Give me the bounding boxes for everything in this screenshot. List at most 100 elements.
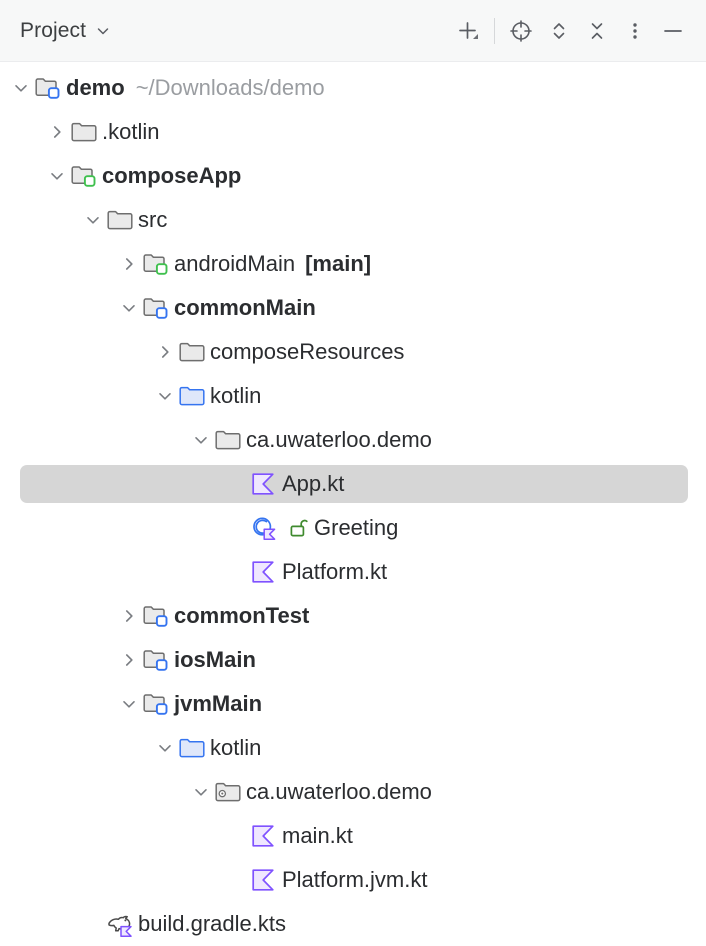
hide-tool-window-icon[interactable] <box>654 12 692 50</box>
tree-row-label: iosMain <box>174 647 256 672</box>
chevron-down-icon[interactable] <box>188 779 214 805</box>
tree-row[interactable]: Platform.jvm.kt <box>0 858 706 902</box>
tree-indent <box>0 220 80 221</box>
tree-indent <box>0 836 224 837</box>
module-folder-blue-icon <box>142 647 172 673</box>
tool-window-title: Project <box>20 18 87 42</box>
tree-indent <box>0 88 8 89</box>
tree-row[interactable]: commonMain <box>0 286 706 330</box>
select-opened-file-icon[interactable] <box>502 12 540 50</box>
tree-row-label: Greeting <box>314 515 399 540</box>
toolbar-separator <box>494 17 495 44</box>
tree-indent <box>0 396 152 397</box>
tree-indent <box>0 748 152 749</box>
project-tool-window-selector[interactable]: Project <box>20 19 111 43</box>
tree-row[interactable]: kotlin <box>0 726 706 770</box>
gradle-kts-file-icon <box>106 911 136 937</box>
tree-row-label: commonTest <box>174 603 310 628</box>
chevron-down-icon[interactable] <box>44 163 70 189</box>
package-folder-icon <box>214 427 244 453</box>
chevron-down-icon[interactable] <box>152 383 178 409</box>
tree-indent <box>0 132 44 133</box>
tree-row[interactable]: kotlin <box>0 374 706 418</box>
tree-row[interactable]: composeResources <box>0 330 706 374</box>
chevron-right-icon[interactable] <box>152 339 178 365</box>
tree-row[interactable]: main.kt <box>0 814 706 858</box>
module-folder-blue-icon <box>142 603 172 629</box>
tree-row-label: demo <box>66 75 125 100</box>
tree-row-label: composeApp <box>102 163 242 188</box>
chevron-down-icon[interactable] <box>116 691 142 717</box>
tree-row[interactable]: composeApp <box>0 154 706 198</box>
tree-indent <box>0 440 188 441</box>
module-folder-green-icon <box>142 251 172 277</box>
tree-row-label: androidMain <box>174 251 296 276</box>
tree-indent <box>0 528 224 529</box>
folder-icon <box>106 207 136 233</box>
tree-twisty-placeholder <box>224 867 250 893</box>
tree-row-label: main.kt <box>282 823 353 848</box>
module-folder-blue-icon <box>142 295 172 321</box>
chevron-down-icon[interactable] <box>95 23 111 39</box>
kotlin-class-icon <box>250 515 280 541</box>
tree-indent <box>0 616 116 617</box>
chevron-right-icon[interactable] <box>116 251 142 277</box>
tree-indent <box>0 880 224 881</box>
chevron-down-icon[interactable] <box>8 75 34 101</box>
tree-row[interactable]: androidMain [main] <box>0 242 706 286</box>
tree-row-label: build.gradle.kts <box>138 911 286 936</box>
tree-row[interactable]: ca.uwaterloo.demo <box>0 418 706 462</box>
project-tree[interactable]: demo~/Downloads/demo .kotlin composeApp … <box>0 62 706 946</box>
tree-row[interactable]: App.kt <box>0 462 706 506</box>
tree-indent <box>0 352 152 353</box>
tree-indent <box>0 924 80 925</box>
tree-twisty-placeholder <box>80 911 106 937</box>
folder-icon <box>178 339 208 365</box>
tree-row[interactable]: jvmMain <box>0 682 706 726</box>
source-root-folder-icon <box>178 383 208 409</box>
tree-row-path: ~/Downloads/demo <box>135 75 325 100</box>
chevron-right-icon[interactable] <box>116 647 142 673</box>
tree-twisty-placeholder <box>224 559 250 585</box>
tree-row[interactable]: ca.uwaterloo.demo <box>0 770 706 814</box>
tree-row[interactable]: Greeting <box>0 506 706 550</box>
chevron-down-icon[interactable] <box>116 295 142 321</box>
source-root-folder-icon <box>178 735 208 761</box>
tree-twisty-placeholder <box>224 823 250 849</box>
chevron-right-icon[interactable] <box>44 119 70 145</box>
tree-indent <box>0 572 224 573</box>
tree-row[interactable]: src <box>0 198 706 242</box>
kotlin-file-icon <box>250 823 280 849</box>
tree-row[interactable]: .kotlin <box>0 110 706 154</box>
module-folder-blue-icon <box>34 75 64 101</box>
package-dot-folder-icon <box>214 779 244 805</box>
expand-collapse-icon[interactable] <box>540 12 578 50</box>
chevron-down-icon[interactable] <box>188 427 214 453</box>
kotlin-file-icon <box>250 471 280 497</box>
add-new-icon[interactable] <box>449 12 487 50</box>
tree-indent <box>0 484 224 485</box>
tree-row[interactable]: demo ~/Downloads/demo <box>0 66 706 110</box>
tree-row[interactable]: iosMain <box>0 638 706 682</box>
folder-icon <box>70 119 100 145</box>
tree-row-label: kotlin <box>210 735 262 760</box>
chevron-down-icon[interactable] <box>152 735 178 761</box>
tree-row-label: .kotlin <box>102 119 160 144</box>
tree-twisty-placeholder <box>224 515 250 541</box>
tree-indent <box>0 264 116 265</box>
chevron-down-icon[interactable] <box>80 207 106 233</box>
tree-row-module-tag: [main] <box>305 251 372 276</box>
chevron-right-icon[interactable] <box>116 603 142 629</box>
tree-row-label: commonMain <box>174 295 316 320</box>
tree-row[interactable]: build.gradle.kts <box>0 902 706 946</box>
tree-row[interactable]: Platform.kt <box>0 550 706 594</box>
tree-row-label: ca.uwaterloo.demo <box>246 779 432 804</box>
tree-row-label: Platform.jvm.kt <box>282 867 428 892</box>
tree-row[interactable]: commonTest <box>0 594 706 638</box>
tree-row-label: kotlin <box>210 383 262 408</box>
tree-row-label: Platform.kt <box>282 559 388 584</box>
collapse-all-icon[interactable] <box>578 12 616 50</box>
module-folder-green-icon <box>70 163 100 189</box>
unlock-icon <box>288 516 310 540</box>
more-options-icon[interactable] <box>616 12 654 50</box>
